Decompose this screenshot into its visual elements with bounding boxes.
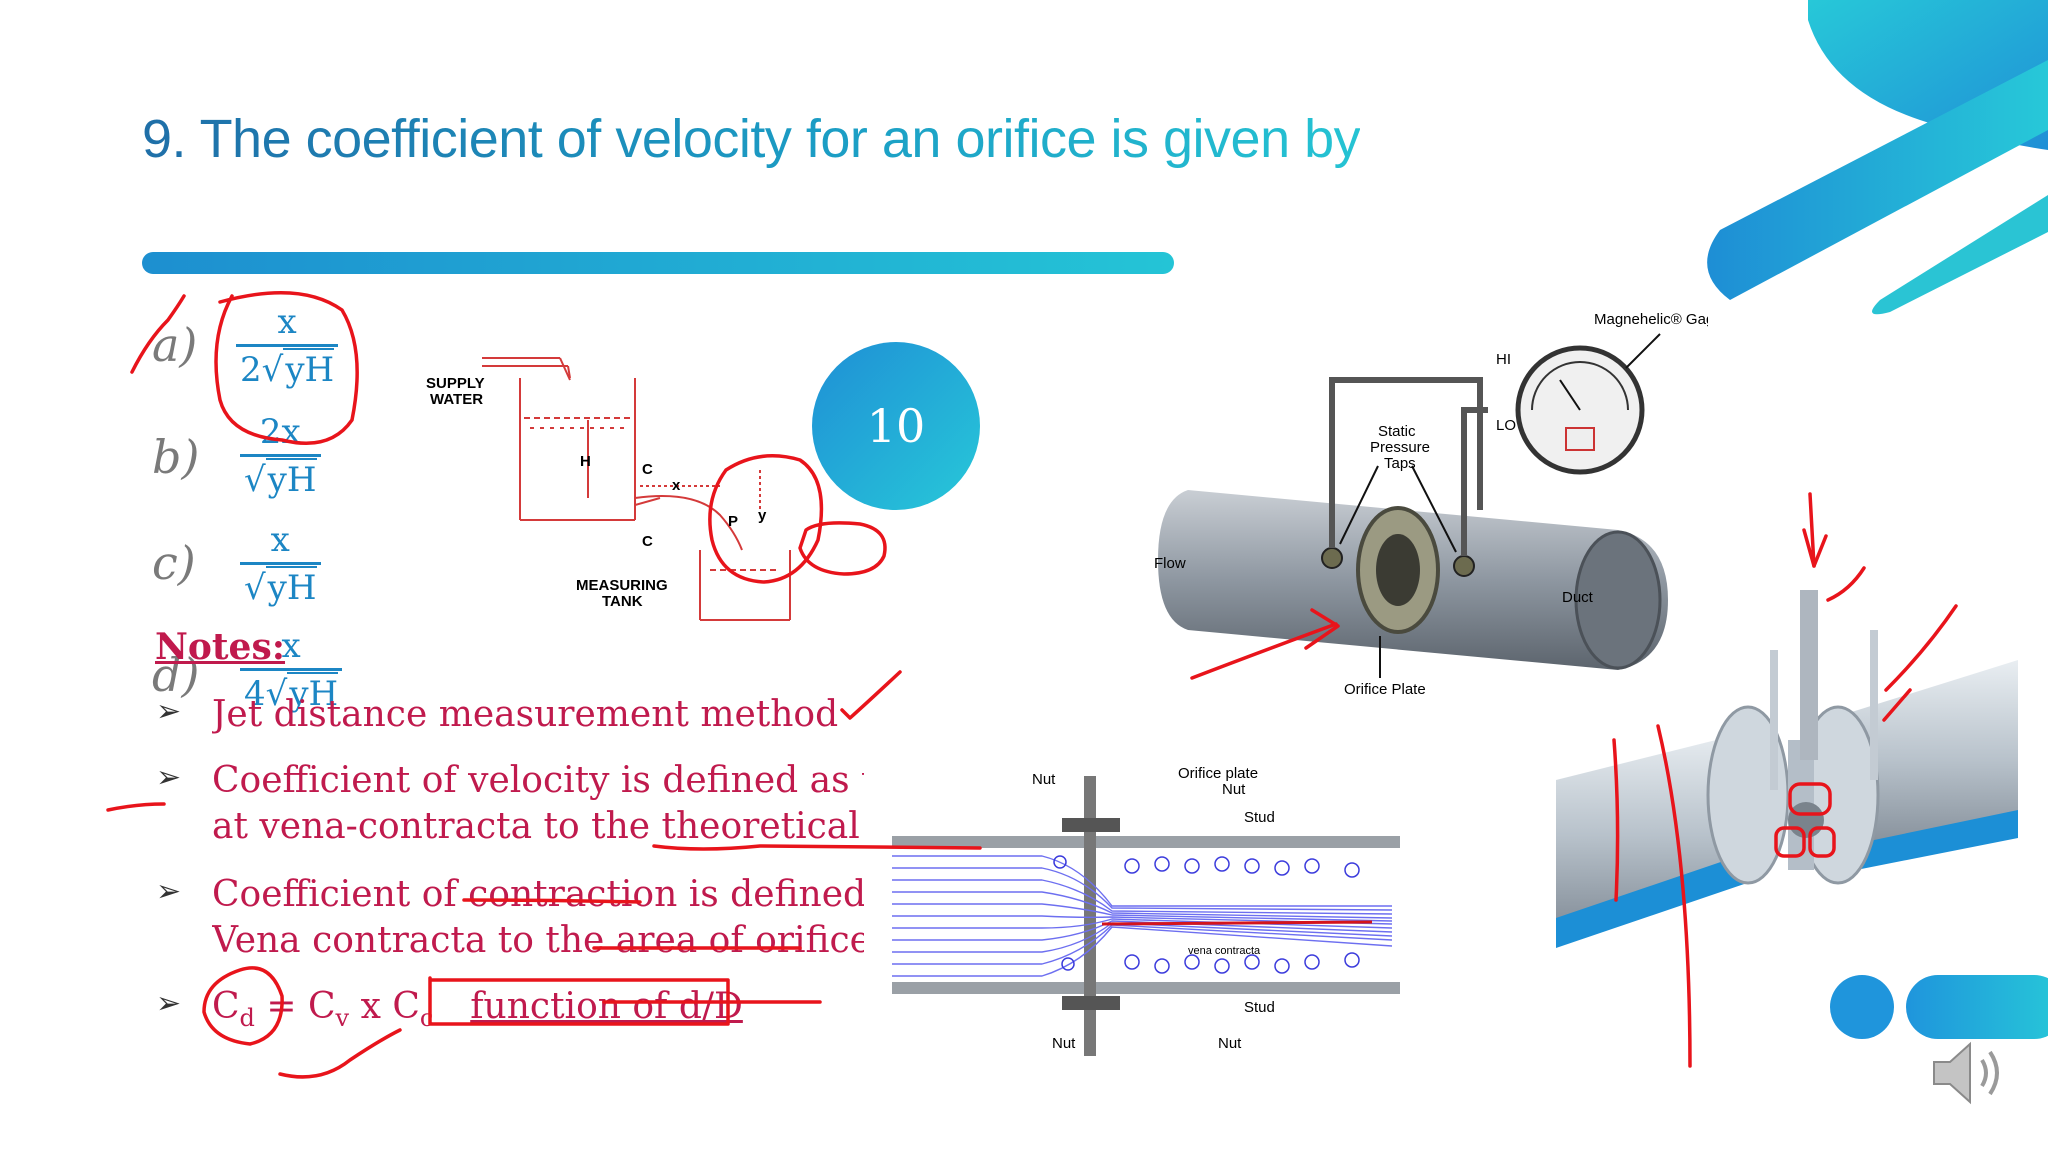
option-b-fraction: 2x √yH bbox=[240, 410, 321, 503]
duct-label-lo: LO bbox=[1496, 417, 1516, 434]
tank-label-h: H bbox=[580, 453, 591, 470]
bullet-marker-4: ➢ bbox=[156, 986, 182, 1021]
pipe-flange-illustration bbox=[1556, 590, 2018, 948]
option-a-numerator: x bbox=[277, 302, 297, 342]
flow-label-vena: vena contracta bbox=[1188, 945, 1261, 957]
note-item-2-line2: at vena-contracta to the theoretical v bbox=[212, 806, 864, 847]
option-d-radicand: yH bbox=[287, 672, 339, 714]
note-item-2-line1: Coefficient of velocity is defined as t bbox=[212, 760, 864, 801]
flow-label-nut-tl: Nut bbox=[1032, 771, 1056, 788]
note-item-3-line1: Coefficient of contraction is defined bbox=[212, 874, 864, 915]
title-underline-bar bbox=[142, 252, 1174, 274]
option-b-radicand: yH bbox=[265, 458, 317, 500]
option-c-numerator: x bbox=[270, 520, 290, 560]
note-item-2: Coefficient of velocity is defined as t … bbox=[212, 758, 864, 850]
duct-label-taps-1: Static bbox=[1378, 423, 1416, 440]
formula-cv-sub: v bbox=[335, 1004, 350, 1033]
tank-label-p: P bbox=[728, 513, 738, 530]
option-d-letter: d) bbox=[152, 648, 200, 702]
note-item-1: Jet distance measurement method bbox=[212, 692, 872, 738]
tank-label-supply-1: SUPPLY bbox=[426, 375, 485, 392]
formula-cd-sub: d bbox=[239, 1004, 255, 1033]
note-item-3-line2: Vena contracta to the area of orifice bbox=[212, 920, 864, 961]
flow-label-stud-bottom: Stud bbox=[1244, 999, 1275, 1016]
formula-cv: C bbox=[308, 986, 336, 1027]
duct-label-taps-3: Taps bbox=[1384, 455, 1416, 472]
option-c-fraction: x √yH bbox=[240, 518, 321, 611]
note-item-3: Coefficient of contraction is defined Ve… bbox=[212, 872, 864, 964]
note-item-4-formula: Cd = Cv x Cc function of d/D bbox=[212, 984, 743, 1041]
option-b-letter: b) bbox=[152, 430, 200, 484]
formula-function-note: function of d/D bbox=[470, 986, 743, 1027]
option-c-letter: c) bbox=[152, 536, 196, 590]
option-a-radicand: yH bbox=[283, 348, 335, 390]
tank-label-x: x bbox=[672, 477, 681, 494]
option-b-numerator: 2x bbox=[259, 412, 301, 452]
duct-label-hi: HI bbox=[1496, 351, 1511, 368]
option-d-numerator: x bbox=[281, 626, 301, 666]
formula-times: x bbox=[360, 986, 381, 1027]
formula-cd: C bbox=[212, 986, 240, 1027]
tank-label-measuring: MEASURING bbox=[576, 577, 668, 594]
tank-label-y: y bbox=[758, 507, 767, 524]
orifice-flow-diagram: Nut Orifice plate Nut Stud vena contract… bbox=[892, 765, 1400, 1056]
decor-dot bbox=[1830, 975, 1894, 1039]
tank-jet-diagram: SUPPLY WATER H C C x P y MEASURING TANK bbox=[426, 357, 791, 621]
notes-heading: Notes: bbox=[155, 626, 286, 668]
flow-label-stud-top: Stud bbox=[1244, 809, 1275, 826]
flow-label-nut-br: Nut bbox=[1218, 1035, 1242, 1052]
tank-label-tank: TANK bbox=[602, 593, 643, 610]
speaker-icon[interactable] bbox=[1928, 1036, 2010, 1110]
decor-pill bbox=[1906, 975, 2048, 1039]
bullet-marker-2: ➢ bbox=[156, 760, 182, 795]
flow-label-orifice-plate: Orifice plate bbox=[1178, 765, 1258, 782]
flow-label-nut-bl: Nut bbox=[1052, 1035, 1076, 1052]
duct-label-taps-2: Pressure bbox=[1370, 439, 1430, 456]
formula-cc: C bbox=[392, 986, 420, 1027]
slide-title: 9. The coefficient of velocity for an or… bbox=[142, 109, 1361, 169]
flow-label-nut-tr: Nut bbox=[1222, 781, 1246, 798]
option-d-denominator-prefix: 4 bbox=[244, 674, 266, 714]
option-c-radicand: yH bbox=[265, 566, 317, 608]
tank-label-c-top: C bbox=[642, 461, 653, 478]
option-a-denominator-prefix: 2 bbox=[240, 350, 262, 390]
bullet-marker-1: ➢ bbox=[156, 694, 182, 729]
decor-shapes-top-right bbox=[1707, 0, 2048, 315]
duct-label-orifice-plate: Orifice Plate bbox=[1344, 681, 1426, 698]
option-d-fraction: x 4√yH bbox=[240, 624, 343, 717]
note-item-1-text: Jet distance measurement method bbox=[212, 694, 839, 735]
tank-label-supply-2: WATER bbox=[430, 391, 483, 408]
tank-label-c-bottom: C bbox=[642, 533, 653, 550]
duct-label-flow: Flow bbox=[1154, 555, 1186, 572]
option-a-fraction: x 2√yH bbox=[236, 300, 339, 393]
bullet-marker-3: ➢ bbox=[156, 874, 182, 909]
duct-orifice-diagram: Magnehelic® Gage HI LO Static Pressure T… bbox=[1154, 311, 1708, 698]
duct-label-duct: Duct bbox=[1562, 589, 1594, 606]
question-number-badge: 10 bbox=[812, 342, 980, 510]
duct-label-gage: Magnehelic® Gage bbox=[1594, 311, 1708, 328]
